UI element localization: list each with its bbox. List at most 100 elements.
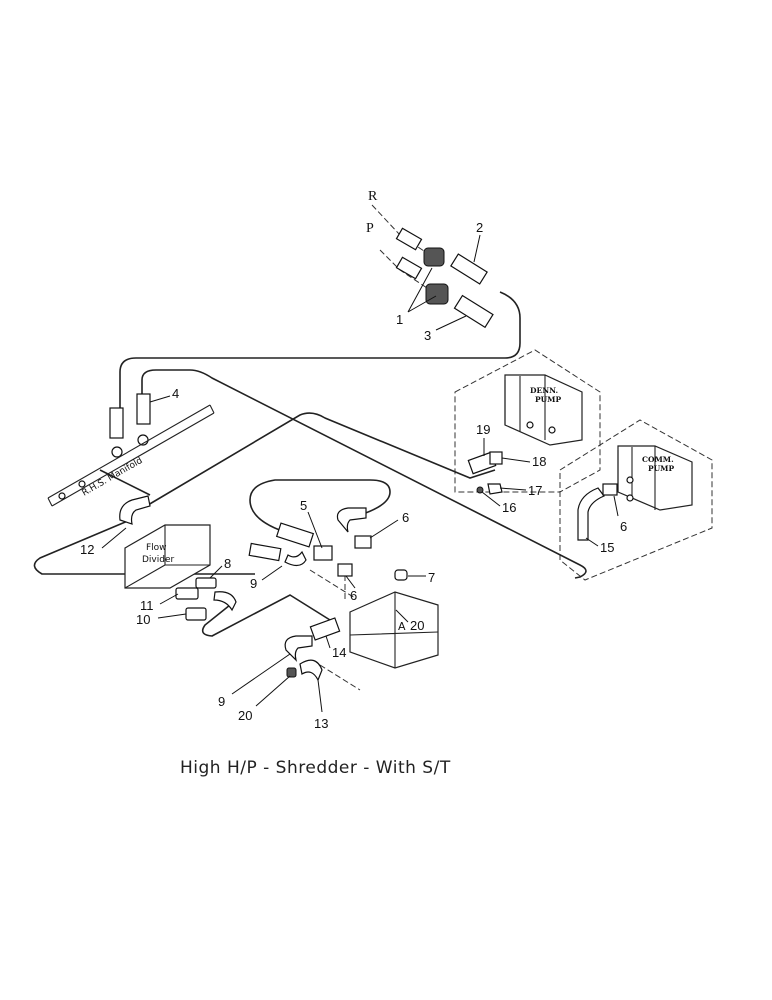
coupler-1a [423, 247, 445, 267]
comm-pump-label: COMM.PUMP [642, 455, 674, 473]
leader-20b [255, 675, 291, 707]
leader-10 [157, 613, 187, 619]
leader-12 [101, 527, 127, 549]
callout-10: 10 [136, 612, 150, 627]
elbow-12 [119, 495, 151, 525]
elbow-6-top [336, 507, 367, 533]
leader-6a [369, 519, 399, 539]
callout-7: 7 [428, 570, 435, 585]
leader-18 [501, 457, 531, 463]
leader-5 [307, 511, 323, 549]
hose-flow-divider-loop [147, 412, 496, 506]
hose-15 [577, 487, 605, 541]
fitting-3 [453, 294, 494, 329]
leader-2 [473, 234, 481, 263]
elbow-9-lower [284, 635, 313, 662]
callout-3: 3 [424, 328, 431, 343]
elbow-13 [299, 659, 323, 682]
callout-14: 14 [332, 645, 346, 660]
leader-14 [325, 635, 331, 649]
callout-12: 12 [80, 542, 94, 557]
port-label-p: P [366, 221, 374, 236]
denn-pump-bolt-2 [548, 426, 556, 434]
fitting-8 [195, 577, 217, 589]
fitting-16 [476, 486, 484, 494]
fitting-4a [109, 407, 124, 439]
fitting-14 [309, 617, 341, 641]
fitting-10 [185, 607, 207, 621]
comm-pump-bolt-1 [626, 494, 634, 502]
leader-20a [395, 609, 409, 623]
manifold-label: R.H.S. Manifold [81, 456, 145, 499]
callout-19: 19 [476, 422, 490, 437]
connector-valve-dash [309, 569, 361, 691]
hose-end-5 [275, 522, 315, 548]
denn-pump-enclosure [454, 349, 601, 493]
leader-15 [585, 537, 599, 547]
leader-17 [499, 487, 527, 491]
comm-pump-bolt-2 [626, 476, 634, 484]
manifold-port-1 [58, 492, 66, 500]
leader-13 [317, 679, 323, 713]
port-label-r: R [368, 189, 378, 204]
callout-6-top: 6 [402, 510, 409, 525]
callout-1: 1 [396, 312, 403, 327]
callout-5: 5 [300, 498, 307, 513]
hose-flow-divider-supply [33, 519, 255, 575]
hose-return-line [141, 369, 587, 579]
callout-17: 17 [528, 483, 542, 498]
callout-11: 11 [140, 598, 154, 613]
hose-pressure-line [119, 291, 521, 420]
callout-13: 13 [314, 716, 328, 731]
r-coupler [395, 227, 423, 251]
leader-3 [435, 315, 467, 331]
leader-16 [481, 491, 501, 507]
callout-6-mid: 6 [350, 588, 357, 603]
hose-tee-loop [249, 479, 391, 533]
callout-6-comm: 6 [620, 519, 627, 534]
leader-8 [209, 565, 223, 579]
hose-flow-divider-to-valve [201, 594, 331, 637]
rhs-manifold [47, 404, 215, 507]
fitting-18 [489, 451, 503, 465]
fitting-17 [487, 483, 503, 495]
leader-4 [149, 395, 171, 403]
denn-pump-bolt-1 [526, 421, 534, 429]
leader-9b [231, 653, 291, 695]
leader-1 [407, 267, 437, 313]
coupler-1b [425, 283, 449, 305]
p-coupler [395, 256, 423, 280]
leader-9a [261, 565, 283, 581]
leader-6c [613, 495, 619, 517]
denn-pump-face [504, 375, 546, 440]
callout-15: 15 [600, 540, 614, 555]
fitting-6-middle [337, 563, 353, 577]
comm-pump-enclosure [559, 419, 713, 581]
callout-2: 2 [476, 220, 483, 235]
fitting-6-comm [602, 483, 618, 496]
tee-5 [313, 545, 333, 561]
callout-20-lower: 20 [238, 708, 252, 723]
callout-9-lower: 9 [218, 694, 225, 709]
callout-8: 8 [224, 556, 231, 571]
flow-divider-edge [124, 525, 210, 589]
control-valve-edge [349, 592, 439, 668]
valve-a-label: A [398, 620, 406, 633]
manifold-port-2 [78, 480, 86, 488]
nut-4a [111, 446, 123, 458]
elbow-8 [213, 591, 237, 612]
leader-6b [345, 575, 356, 589]
fitting-6-right [354, 535, 372, 549]
denn-pump-label: DENN.PUMP [530, 386, 561, 404]
callout-20-valve: 20 [410, 618, 424, 633]
diagram-caption: High H/P - Shredder - With S/T [180, 758, 451, 778]
fitting-4b [136, 393, 151, 425]
leader-11 [159, 593, 179, 605]
plug-7 [394, 569, 408, 581]
fitting-2 [450, 253, 488, 285]
callout-16: 16 [502, 500, 516, 515]
elbow-9-upper [284, 550, 307, 567]
plug-20-lower [286, 667, 297, 678]
